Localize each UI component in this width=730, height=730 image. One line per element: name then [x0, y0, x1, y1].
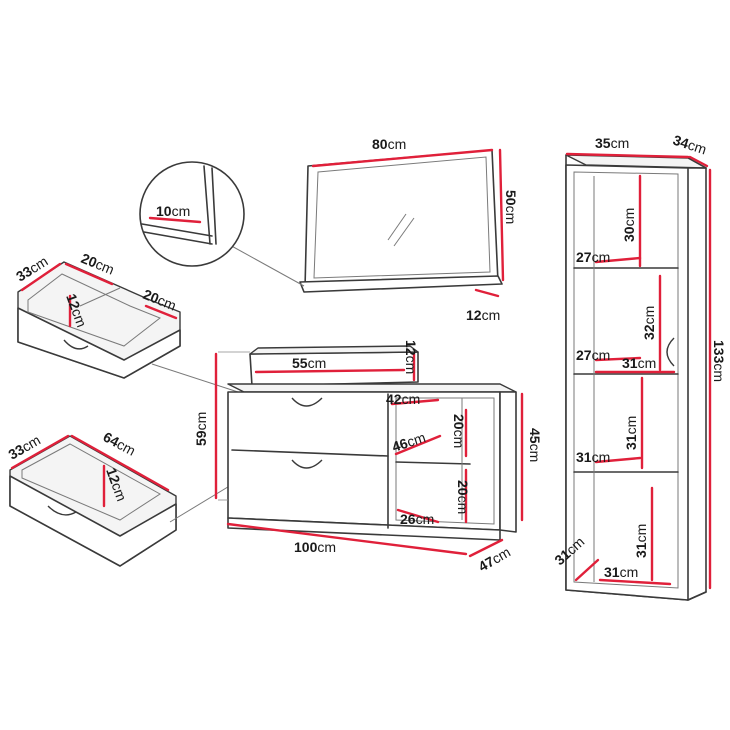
label-tall-inner: 31cm	[622, 355, 656, 371]
bottom-drawer: 33cm 64cm 12cm	[6, 429, 247, 567]
dim-top-drawer-depth	[20, 262, 62, 292]
label-shelf-upper: 20cm	[451, 414, 467, 448]
label-shelf-width: 42cm	[386, 391, 420, 407]
dim-mirror-height	[498, 148, 505, 282]
label-tall-width: 35cm	[595, 135, 629, 151]
label-shelf-lower-width: 26cm	[400, 511, 434, 527]
vanity-cabinet: 55cm 12cm 59cm 45cm 100cm 47cm 42cm 46cm…	[193, 340, 543, 575]
label-tall-shelf3: 31cm	[576, 449, 610, 465]
label-top-drawer-depth: 33cm	[13, 253, 51, 285]
label-top-drawer-right: 20cm	[141, 286, 179, 314]
label-tall-bottom: 31cm	[633, 524, 649, 558]
dim-sink-width	[254, 368, 406, 374]
label-bottom-drawer-height: 12cm	[103, 466, 130, 504]
label-shelf-lower: 20cm	[455, 480, 471, 514]
dim-shelf-width	[390, 398, 440, 406]
label-top-drawer-height: 12cm	[63, 292, 90, 330]
dim-tall-shelf3	[594, 456, 642, 464]
label-tall-shelf1: 27cm	[576, 249, 610, 265]
dim-cabinet-width	[226, 522, 468, 556]
label-tall-shelf2: 27cm	[576, 347, 610, 363]
label-cabinet-body-height: 45cm	[527, 428, 543, 462]
dim-cabinet-depth	[468, 538, 504, 558]
label-tall-mid: 31cm	[623, 416, 639, 450]
label-tall-top: 30cm	[621, 208, 637, 242]
dim-tall-base-width	[598, 578, 672, 586]
dim-top-drawer-right	[144, 304, 178, 320]
dim-mirror-shelf	[474, 288, 500, 298]
label-mirror-shelf: 12cm	[466, 307, 500, 323]
label-tall-base-width: 31cm	[604, 564, 638, 580]
label-mirror-height: 50cm	[503, 190, 519, 224]
dim-mirror-detail	[148, 216, 202, 224]
dim-bottom-drawer-width	[70, 434, 170, 492]
label-tall-height: 133cm	[711, 340, 727, 382]
label-mirror-detail: 10cm	[156, 203, 190, 219]
label-cabinet-height: 59cm	[193, 412, 209, 446]
label-bottom-drawer-width: 64cm	[101, 429, 139, 459]
dim-tall-base-depth	[574, 558, 600, 582]
dim-tall-depth	[688, 155, 709, 168]
label-shelf-depth: 46cm	[390, 429, 428, 455]
tall-cabinet: 35cm 34cm 133cm 30cm 27cm 32cm 27cm 31cm…	[551, 132, 727, 601]
dim-shelf-lower-width	[396, 508, 440, 524]
label-sink-width: 55cm	[292, 355, 326, 371]
label-cabinet-width: 100cm	[294, 539, 336, 555]
label-top-drawer-front: 20cm	[79, 250, 117, 278]
dim-tall-shelf2	[594, 356, 642, 362]
dim-tall-width	[565, 152, 690, 159]
mirror: 80cm 50cm 12cm	[299, 136, 519, 323]
label-cabinet-depth: 47cm	[476, 544, 514, 575]
label-sink-height: 12cm	[403, 340, 419, 374]
dim-tall-shelf1	[594, 256, 642, 264]
label-tall-depth: 34cm	[671, 132, 709, 158]
dim-top-drawer-front	[64, 262, 114, 286]
top-drawer: 33cm 20cm 12cm 20cm	[13, 250, 239, 393]
label-mirror-width: 80cm	[372, 136, 406, 152]
dim-mirror-width	[311, 148, 494, 168]
dim-bottom-drawer-depth	[10, 434, 70, 470]
mirror-detail-magnifier: 10cm	[139, 161, 305, 287]
dim-shelf-depth	[394, 434, 442, 456]
label-tall-door: 32cm	[641, 306, 657, 340]
